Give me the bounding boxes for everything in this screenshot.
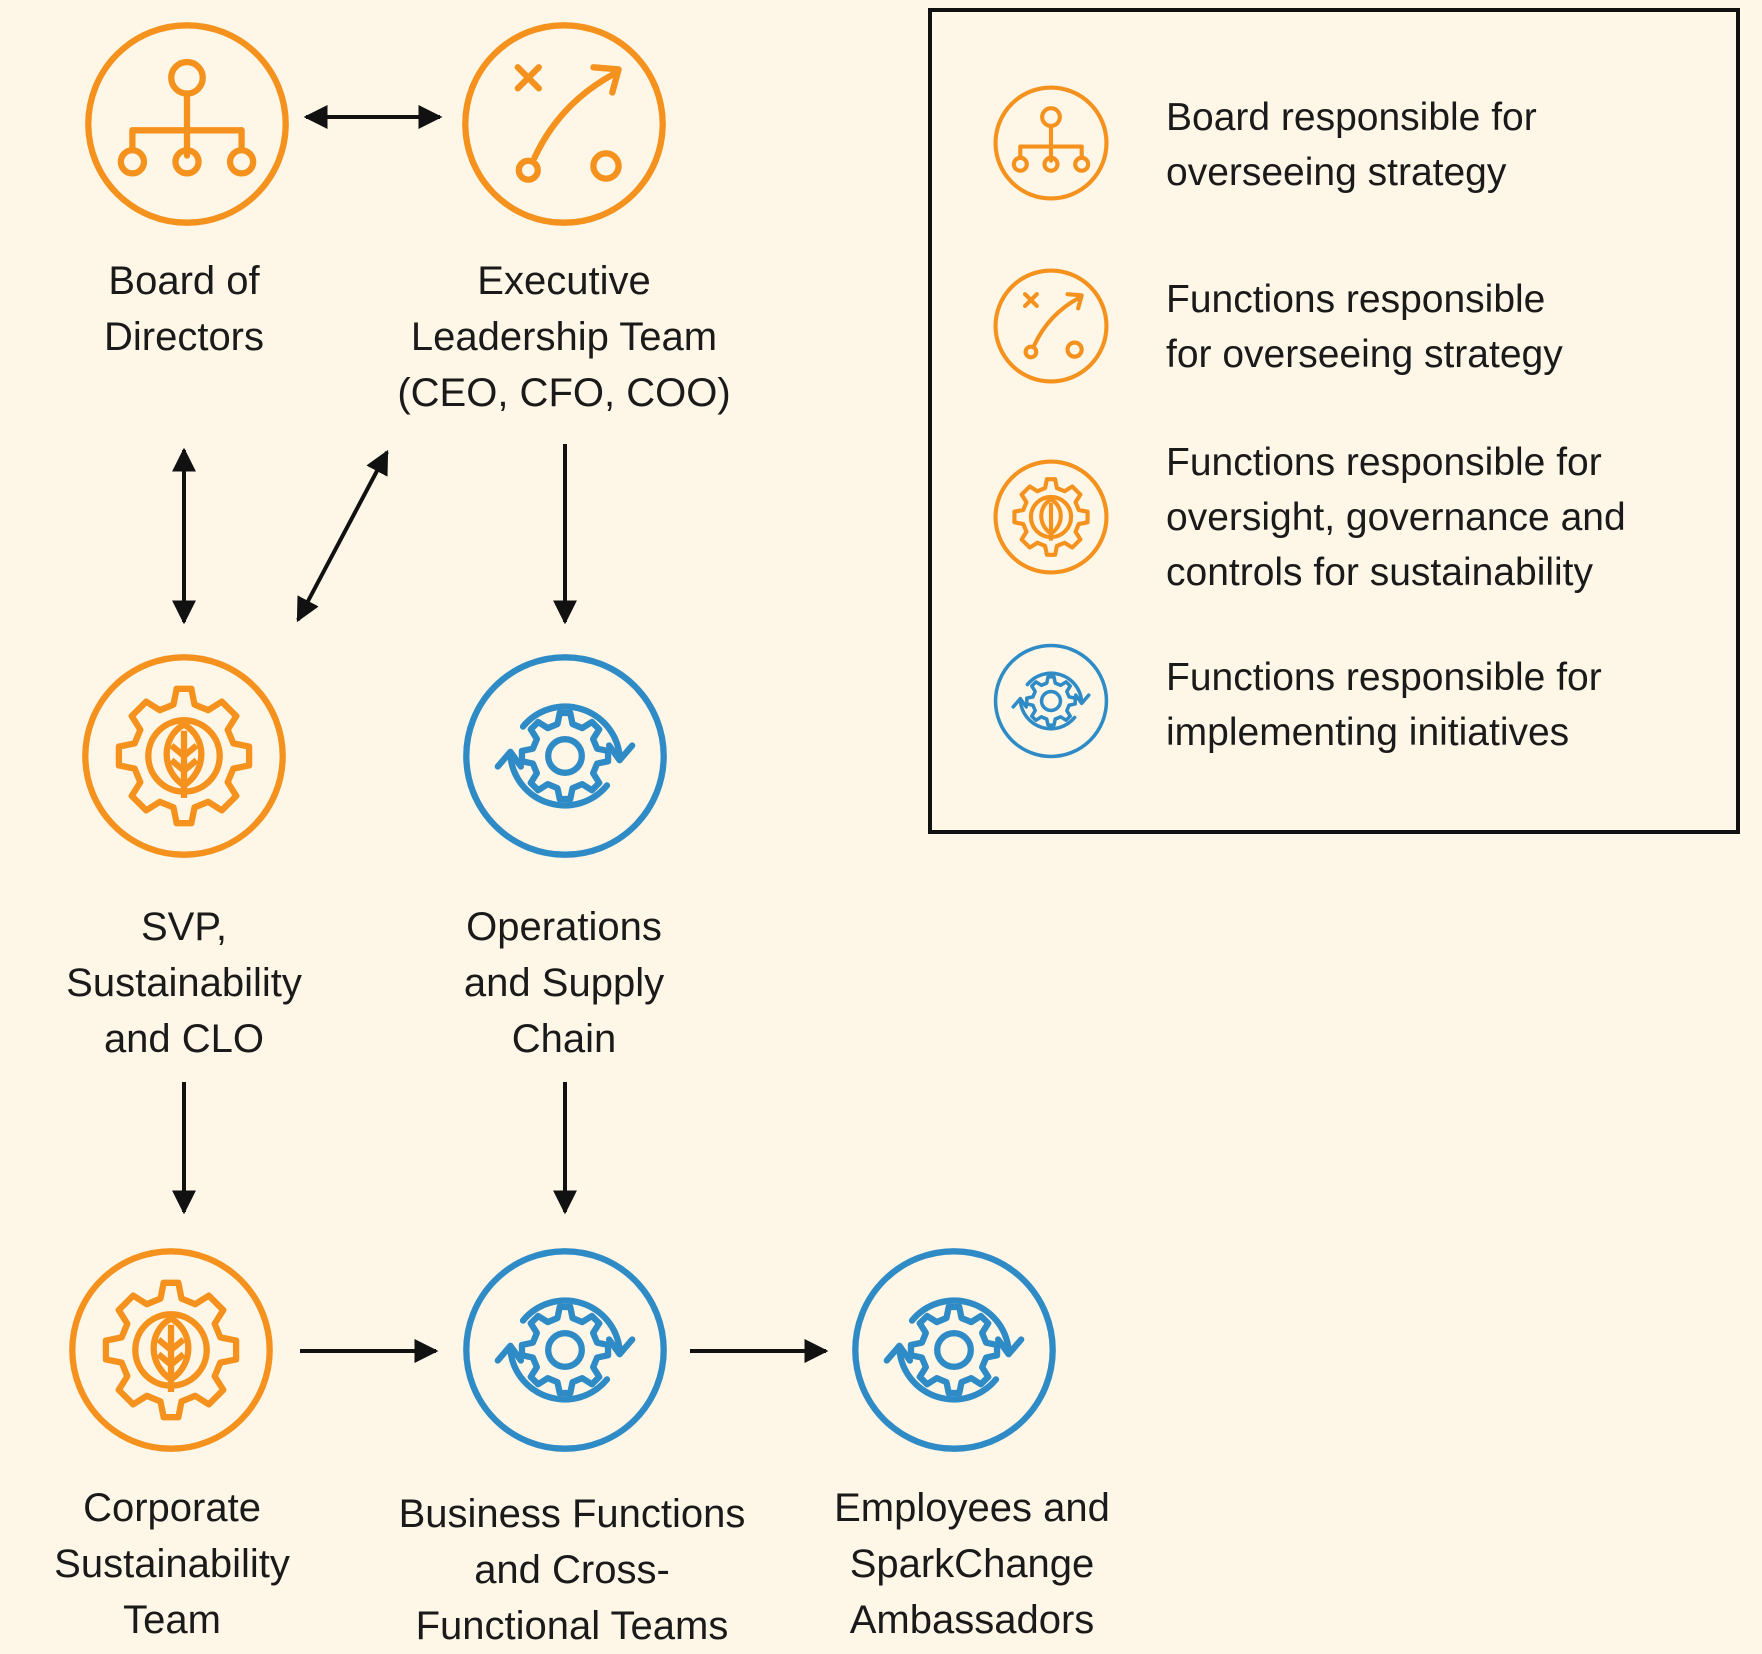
legend-text: Functions responsible for overseeing str… bbox=[1166, 278, 1563, 376]
board-of-directors-label: Board of Directors bbox=[103, 259, 265, 359]
leaf-gear-icon bbox=[69, 1248, 273, 1452]
legend-text: Board responsible for overseeing strateg… bbox=[1166, 96, 1537, 194]
executive-leadership-team-label: Executive Leadership Team (CEO, CFO, COO… bbox=[397, 259, 731, 415]
corporate-sustainability-team-label: Corporate Sustainability Team bbox=[54, 1486, 290, 1642]
gear-cycle-icon bbox=[852, 1248, 1056, 1452]
employees-ambassadors-label: Employees and SparkChange Ambassadors bbox=[834, 1486, 1110, 1642]
legend-text: Functions responsible for oversight, gov… bbox=[1166, 441, 1626, 594]
arrow-svp-elt bbox=[296, 449, 389, 623]
strategy-play-icon bbox=[993, 268, 1109, 384]
legend: Board responsible for overseeing strateg… bbox=[928, 8, 1740, 834]
legend-text: Functions responsible for implementing i… bbox=[1166, 656, 1602, 754]
svp-sustainability-clo-label: SVP, Sustainability and CLO bbox=[66, 905, 302, 1061]
leaf-gear-icon bbox=[993, 459, 1109, 575]
gear-cycle-icon bbox=[993, 643, 1109, 759]
operations-supply-chain-label: Operations and Supply Chain bbox=[463, 905, 665, 1061]
hierarchy-icon bbox=[993, 85, 1109, 201]
business-functions-label: Business Functions and Cross- Functional… bbox=[398, 1492, 746, 1648]
strategy-play-icon bbox=[462, 22, 666, 226]
leaf-gear-icon bbox=[82, 654, 286, 858]
gear-cycle-icon bbox=[463, 654, 667, 858]
gear-cycle-icon bbox=[463, 1248, 667, 1452]
hierarchy-icon bbox=[85, 22, 289, 226]
